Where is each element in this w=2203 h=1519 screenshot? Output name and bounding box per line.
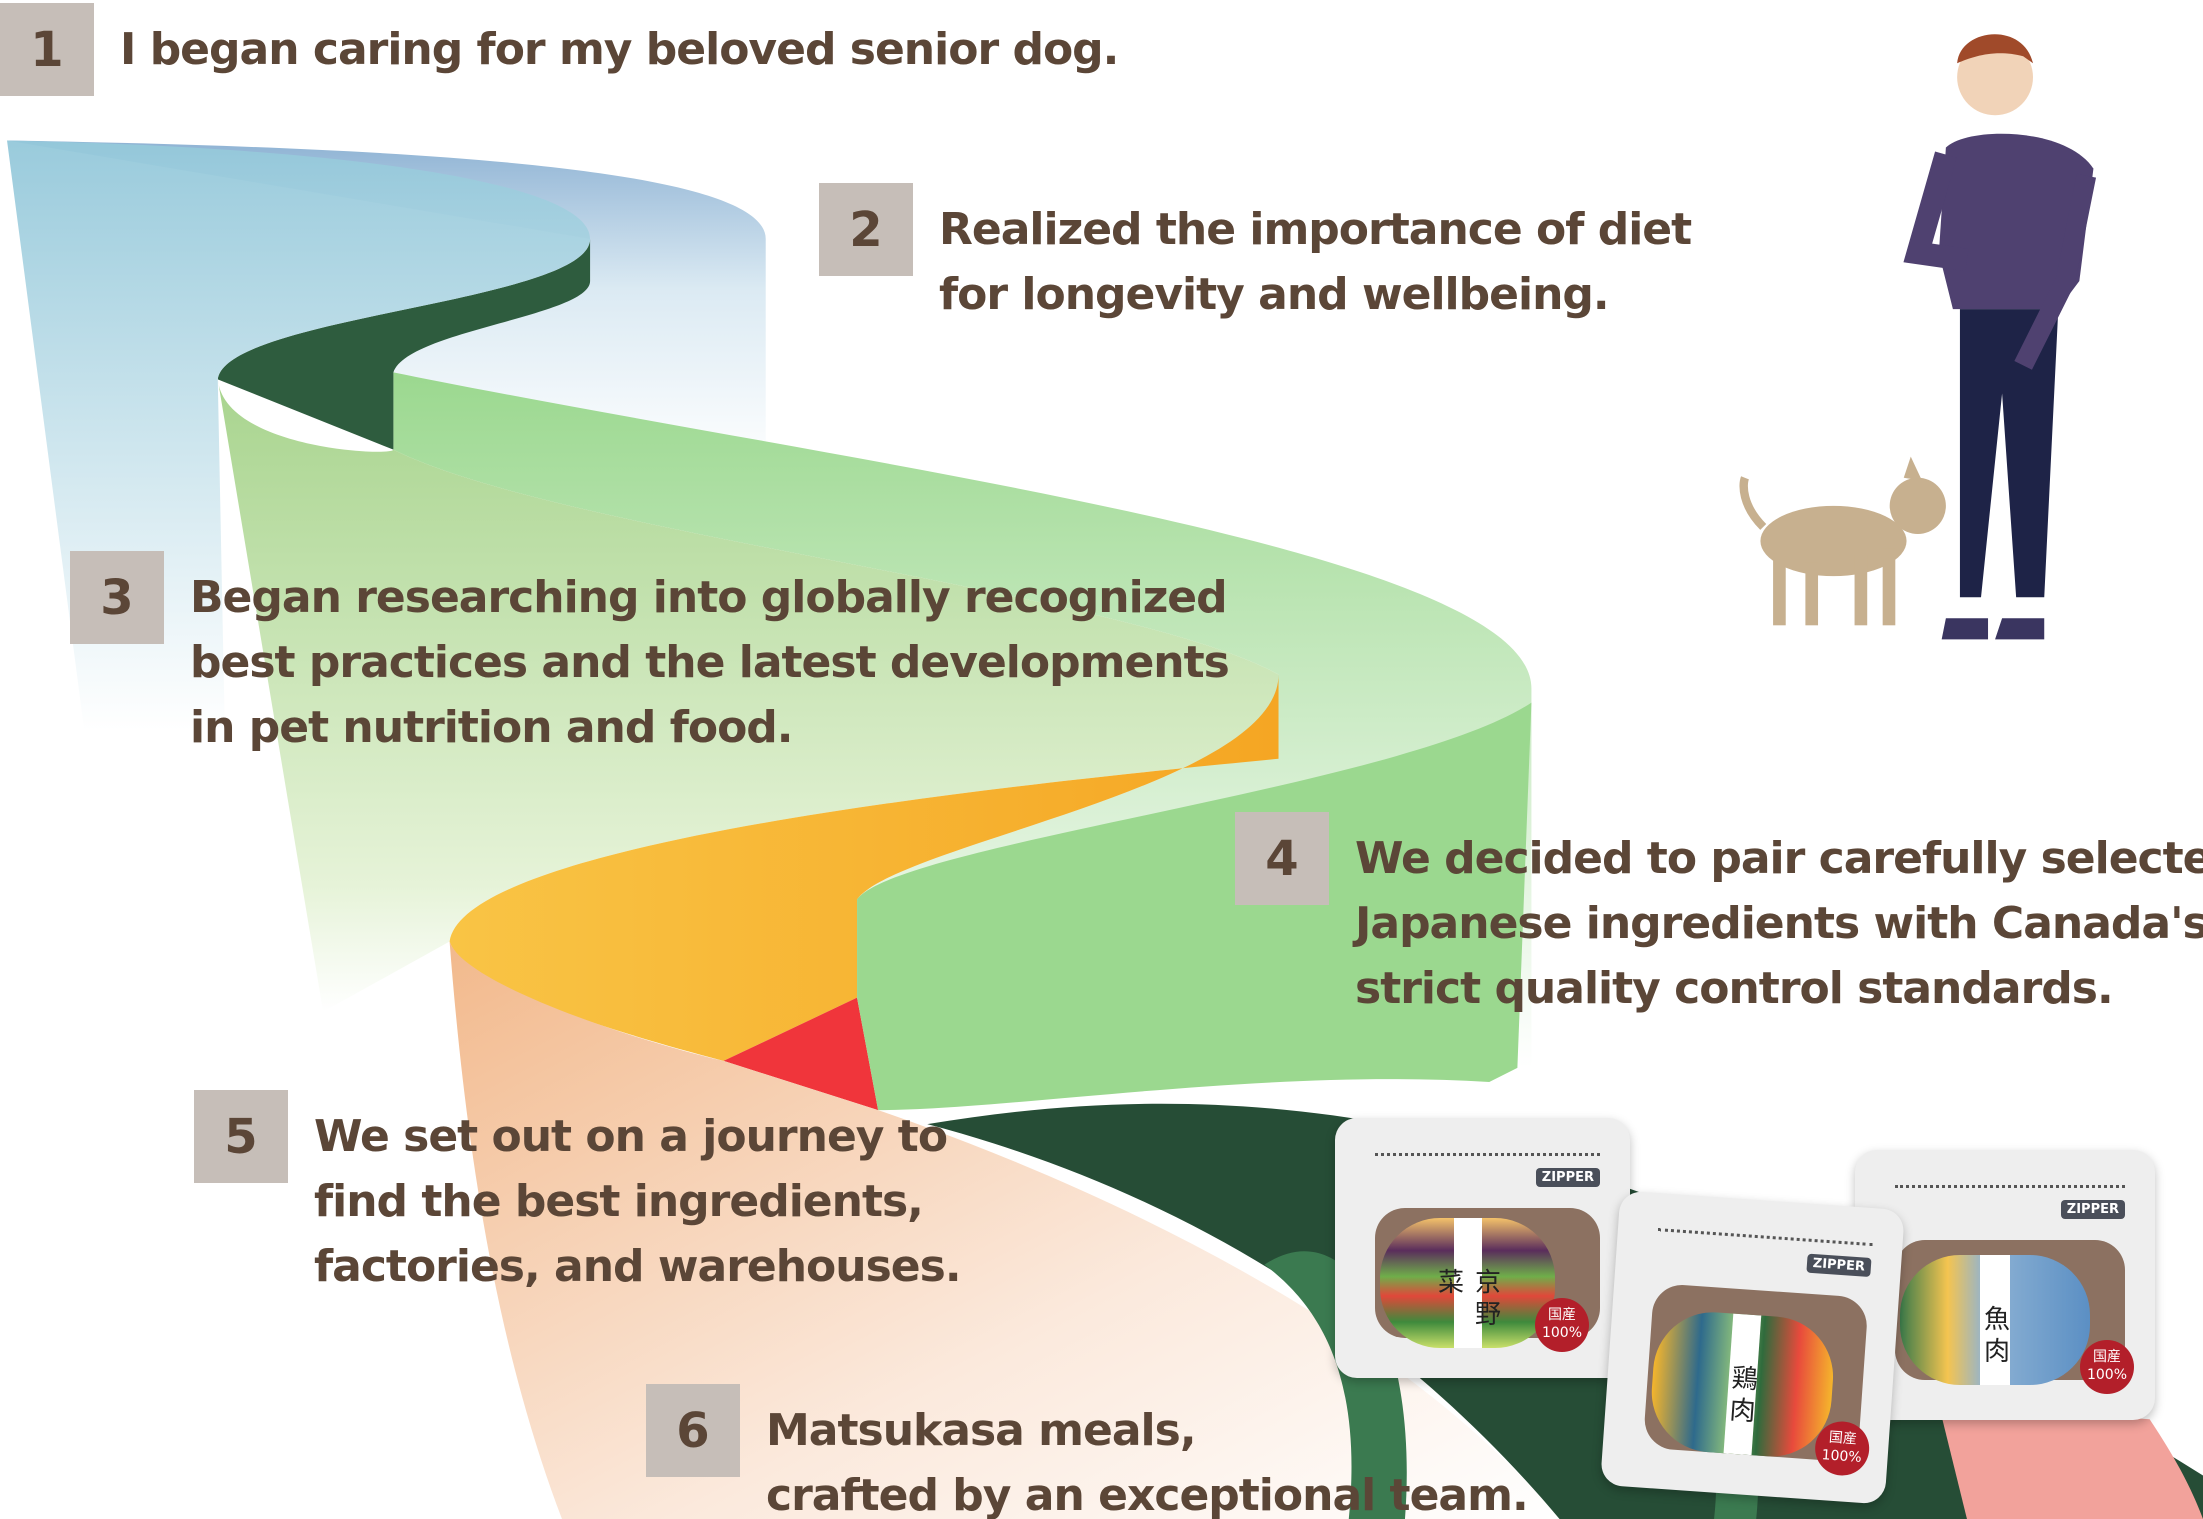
step-text: Began researching into globally recogniz…	[190, 572, 1228, 623]
dog-illustration	[1739, 456, 1946, 626]
step-text: find the best ingredients,	[314, 1176, 924, 1227]
product-label: 京野菜	[1380, 1218, 1555, 1348]
step-text: factories, and warehouses.	[314, 1241, 962, 1292]
step-text: Japanese ingredients with Canada's	[1355, 898, 2203, 949]
step-text: We decided to pair carefully selected	[1355, 833, 2203, 884]
product-label: 魚肉	[1900, 1255, 2090, 1385]
step-number-badge: 5	[194, 1090, 288, 1183]
step-text: Realized the importance of diet	[939, 204, 1692, 255]
step-6: 6 Matsukasa meals, crafted by an exceptio…	[646, 1384, 1529, 1519]
product-name: 鶏肉	[1723, 1363, 1759, 1430]
step-text: best practices and the latest developmen…	[190, 637, 1230, 688]
zipper-tag: ZIPPER	[1806, 1253, 1872, 1278]
step-number-badge: 4	[1235, 812, 1329, 905]
step-number-badge: 1	[0, 3, 94, 96]
step-number-badge: 2	[819, 183, 913, 276]
product-name: 魚肉	[1979, 1305, 2010, 1369]
step-text: for longevity and wellbeing.	[939, 269, 1610, 320]
product-name: 京野菜	[1433, 1268, 1501, 1332]
dark-green-strip	[217, 238, 591, 450]
step-text: crafted by an exceptional team.	[766, 1470, 1529, 1519]
orange-ribbon	[449, 674, 1279, 1061]
step-3: 3 Began researching into globally recogn…	[70, 551, 1230, 760]
step-text: I began caring for my beloved senior dog…	[120, 24, 1119, 75]
step-text: We set out on a journey to	[314, 1111, 948, 1162]
peach-ribbon	[449, 941, 1560, 1519]
step-text: strict quality control standards.	[1355, 963, 2114, 1014]
step-text: in pet nutrition and food.	[190, 702, 794, 753]
product-label: 鶏肉	[1647, 1308, 1838, 1461]
step-2: 2 Realized the importance of diet for lon…	[819, 183, 1692, 327]
step-text: Matsukasa meals,	[766, 1405, 1197, 1456]
green-ribbon-front	[217, 379, 1279, 1012]
step-5: 5 We set out on a journey to find the bes…	[194, 1090, 962, 1299]
step-1: 1 I began caring for my beloved senior d…	[0, 3, 1119, 96]
zipper-tag: ZIPPER	[1535, 1168, 1600, 1187]
step-number-badge: 3	[70, 551, 164, 644]
green-ribbon-lower	[857, 702, 1532, 1111]
zipper-tag: ZIPPER	[2060, 1200, 2125, 1219]
man-illustration	[1903, 34, 2097, 640]
red-fold	[723, 997, 879, 1111]
leaf-pattern	[1264, 1194, 1759, 1519]
pink-ribbon	[1938, 1405, 2203, 1519]
step-number-badge: 6	[646, 1384, 740, 1477]
